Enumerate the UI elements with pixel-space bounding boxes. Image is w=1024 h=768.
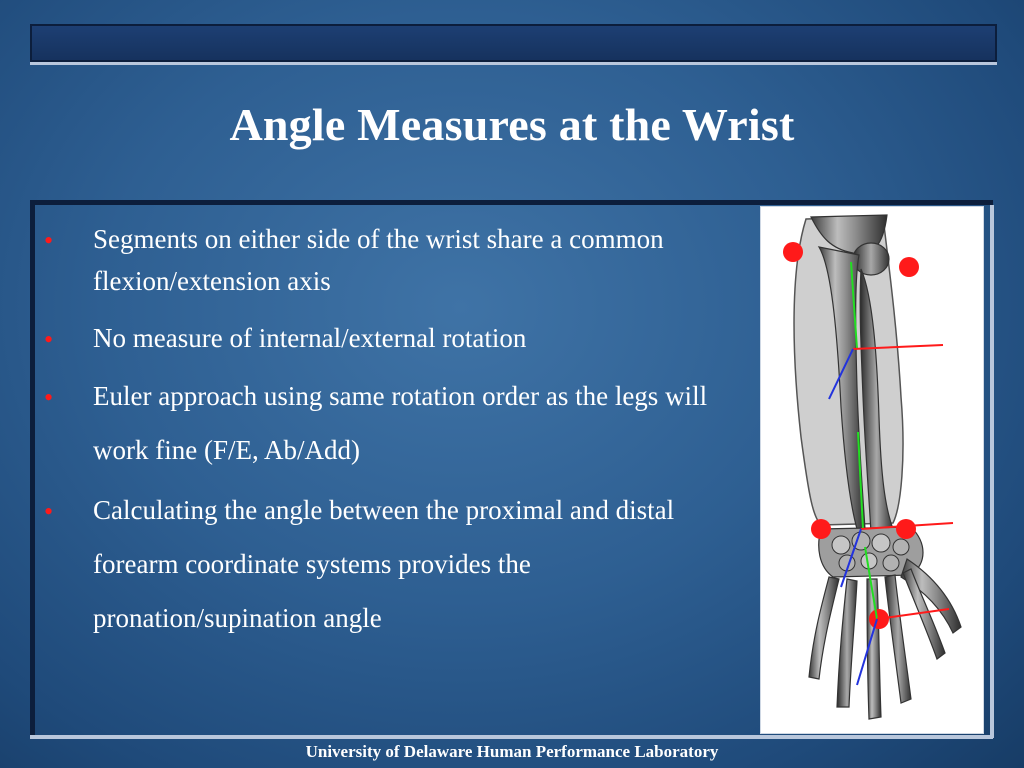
- bullet-dot: •: [44, 325, 54, 354]
- bullet-dot: •: [44, 226, 54, 255]
- bullet-text: Calculating the angle between the proxim…: [93, 495, 675, 633]
- bullet-item: • Calculating the angle between the prox…: [44, 483, 754, 645]
- footer-affiliation: University of Delaware Human Performance…: [305, 742, 719, 761]
- bullet-text: Euler approach using same rotation order…: [93, 381, 708, 465]
- top-decorative-bar: [30, 24, 997, 62]
- wrist-medial-marker: [811, 519, 831, 539]
- finger-bones: [808, 568, 946, 720]
- bullet-item: • Segments on either side of the wrist s…: [44, 218, 754, 302]
- bullet-text: No measure of internal/external rotation: [93, 323, 527, 353]
- bullet-text: Segments on either side of the wrist sha…: [93, 224, 664, 296]
- forearm-anatomy-figure: [760, 206, 984, 734]
- slide-title: Angle Measures at the Wrist: [229, 99, 795, 150]
- bullet-dot: •: [44, 497, 54, 526]
- frame-bottom-highlight: [30, 735, 993, 739]
- bullet-item: • No measure of internal/external rotati…: [44, 317, 754, 359]
- forearm-skeleton-illustration: [783, 214, 962, 720]
- coordinate-axes: [828, 261, 954, 686]
- bullet-dot: •: [44, 383, 54, 412]
- elbow-medial-marker: [783, 242, 803, 262]
- wrist-lateral-marker: [896, 519, 916, 539]
- elbow-lateral-marker: [899, 257, 919, 277]
- bullet-item: • Euler approach using same rotation ord…: [44, 369, 754, 477]
- frame-right-highlight: [990, 205, 994, 738]
- bullet-list: • Segments on either side of the wrist s…: [44, 218, 754, 645]
